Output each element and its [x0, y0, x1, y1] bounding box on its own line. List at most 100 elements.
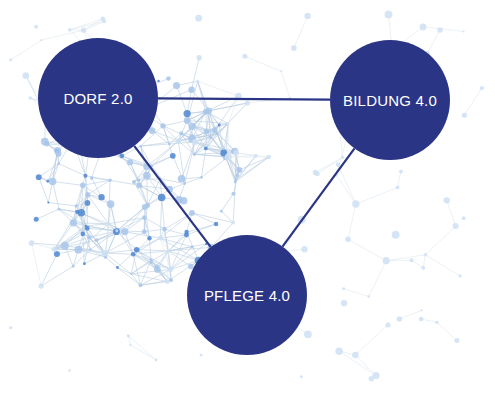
network-dot — [127, 334, 130, 337]
circle-fill — [330, 40, 450, 160]
network-line — [344, 289, 369, 297]
network-dot — [55, 151, 61, 157]
network-line — [221, 194, 233, 211]
network-line — [198, 81, 206, 111]
network-dot — [191, 245, 194, 248]
network-line — [133, 254, 151, 262]
network-dot — [341, 300, 347, 306]
network-line — [421, 319, 437, 322]
circle-fill — [38, 38, 158, 158]
network-dot — [214, 222, 219, 227]
network-dots — [9, 10, 484, 381]
network-line — [198, 81, 209, 111]
network-line — [92, 178, 102, 197]
network-line — [133, 254, 157, 269]
network-line — [85, 176, 87, 195]
network-dot — [85, 226, 90, 231]
network-dot — [149, 258, 152, 261]
network-dot — [165, 279, 170, 284]
network-dot — [233, 150, 239, 156]
network-line — [235, 156, 256, 182]
network-dot — [85, 200, 91, 206]
network-line — [85, 176, 110, 180]
network-line — [348, 204, 356, 239]
network-dot — [204, 129, 209, 134]
network-line — [157, 251, 169, 266]
network-dot — [300, 375, 303, 378]
network-line — [117, 218, 145, 231]
network-line — [348, 239, 386, 260]
network-dot — [150, 261, 153, 264]
network-dot — [420, 309, 422, 311]
network-line — [89, 237, 105, 253]
network-dot — [245, 100, 250, 105]
network-dot — [437, 27, 443, 33]
network-line — [117, 268, 140, 286]
network-dot — [143, 172, 151, 180]
network-dot — [49, 178, 56, 185]
network-line — [412, 260, 424, 267]
network-line — [39, 164, 59, 178]
network-line — [54, 237, 89, 249]
network-line — [105, 253, 133, 254]
network-dot — [85, 192, 90, 197]
network-line — [134, 182, 162, 197]
topic-label: PFLEGE 4.0 — [204, 287, 290, 304]
network-line — [41, 266, 73, 286]
network-dot — [453, 223, 459, 229]
network-dot — [98, 194, 104, 200]
network-dot — [87, 235, 91, 239]
network-dot — [196, 55, 201, 60]
network-dot — [142, 204, 148, 210]
network-line — [192, 213, 233, 223]
network-dot — [127, 159, 133, 165]
network-dot — [54, 251, 60, 257]
network-line — [178, 141, 184, 184]
network-line — [11, 40, 42, 60]
network-dot — [254, 154, 258, 158]
network-dot — [462, 113, 467, 118]
network-dot — [196, 80, 199, 83]
network-dot — [336, 162, 341, 167]
network-dot — [139, 145, 142, 148]
network-dot — [212, 127, 217, 132]
network-line — [162, 197, 165, 229]
network-line — [201, 148, 205, 177]
network-dot — [266, 155, 271, 160]
network-line — [464, 88, 481, 115]
network-dot — [195, 15, 202, 22]
network-dot — [131, 252, 136, 257]
topic-circle: PFLEGE 4.0 — [187, 235, 307, 355]
network-line — [137, 250, 168, 282]
network-dot — [170, 153, 176, 159]
network-dot — [342, 287, 345, 290]
network-dot — [119, 153, 124, 158]
network-dot — [216, 132, 218, 134]
network-line — [86, 226, 105, 253]
network-dot — [399, 170, 403, 174]
network-line — [423, 27, 464, 32]
network-line — [111, 204, 117, 232]
network-dot — [139, 283, 143, 287]
circle-fill — [187, 235, 307, 355]
network-dot — [52, 246, 57, 251]
network-dot — [463, 30, 465, 32]
network-dot — [179, 131, 183, 135]
network-dot — [142, 229, 147, 234]
network-line — [106, 257, 118, 267]
network-line — [32, 243, 55, 249]
network-line — [168, 251, 190, 267]
network-dot — [68, 369, 71, 372]
network-dot — [204, 147, 208, 151]
network-dot — [41, 138, 49, 146]
network-dot — [458, 274, 461, 277]
network-line — [78, 224, 108, 250]
network-dot — [83, 174, 87, 178]
network-line — [336, 175, 356, 204]
network-line — [97, 232, 125, 241]
network-line — [356, 187, 398, 204]
network-dot — [352, 200, 359, 207]
network-dot — [89, 248, 91, 250]
network-line — [221, 211, 233, 222]
network-dot — [58, 208, 61, 211]
